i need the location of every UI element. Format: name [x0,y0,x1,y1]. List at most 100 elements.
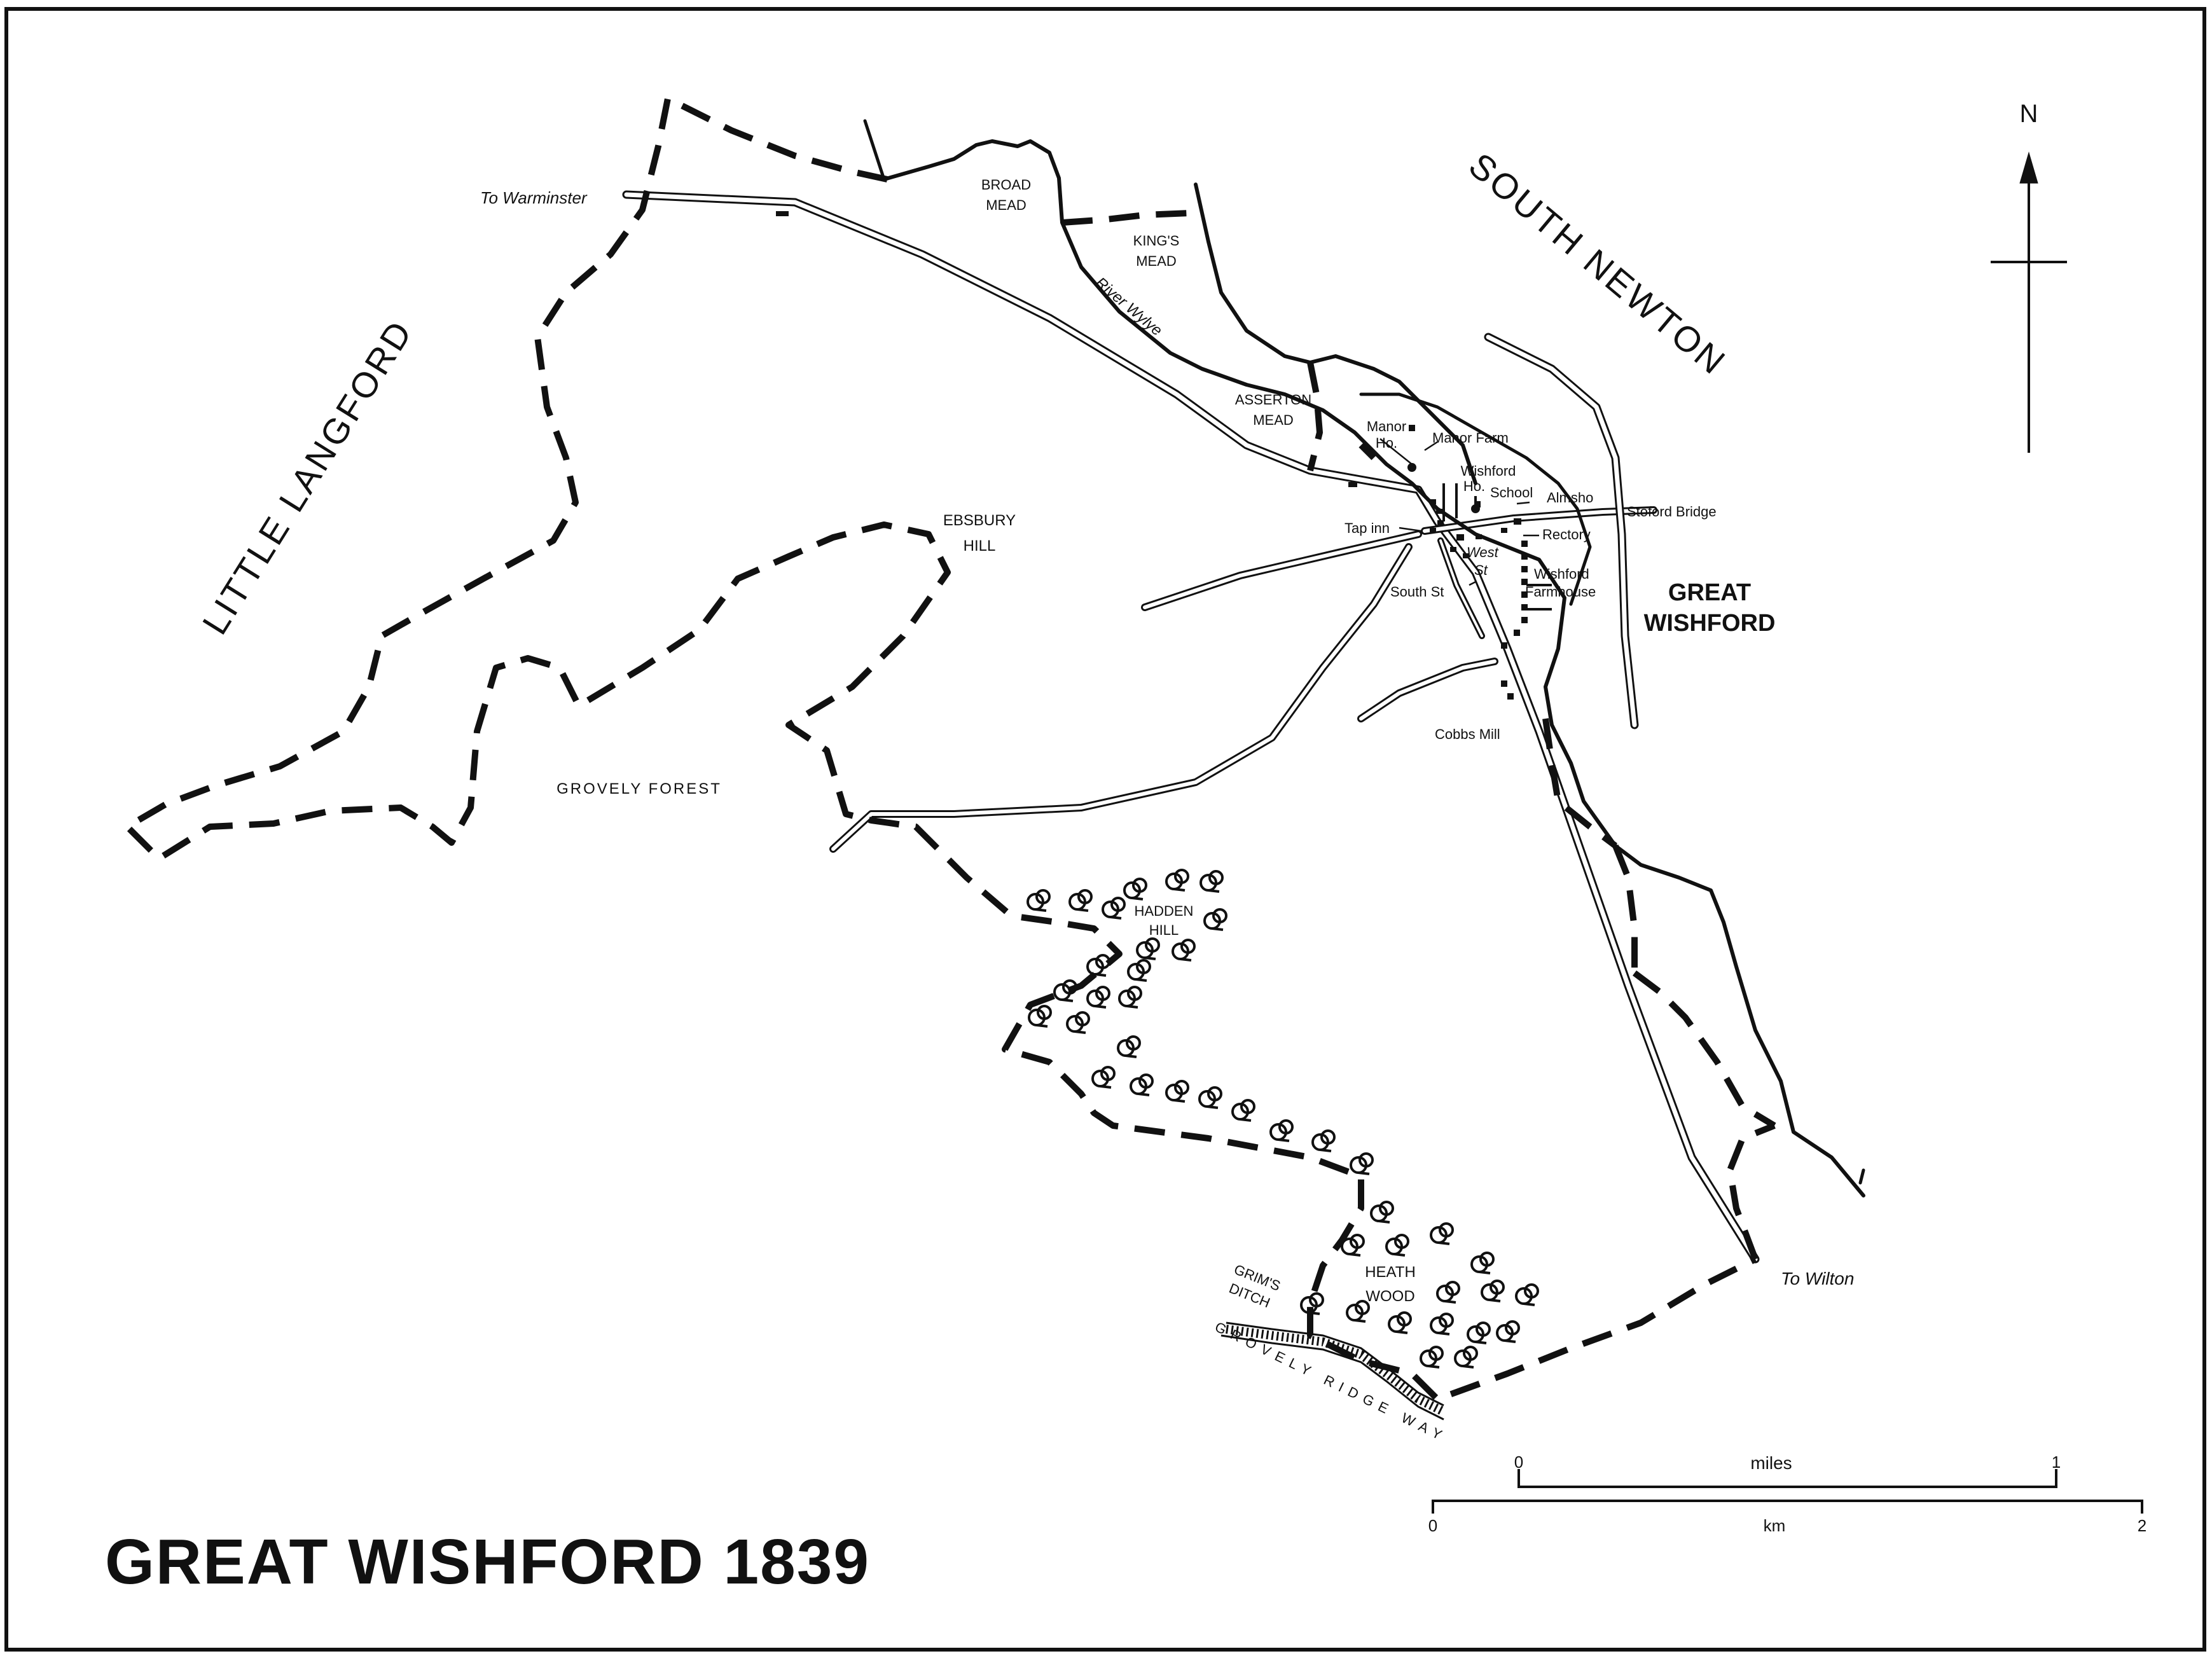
label-wishford-farmhouse-1: Wishford [1534,566,1589,582]
label-west-st-1: West [1467,544,1499,560]
road-south-lane [1357,658,1498,722]
map-title: GREAT WISHFORD 1839 [105,1526,870,1597]
road-west-st [1437,537,1485,639]
road-stoford-bridge [1421,506,1657,535]
scale-km-tick-1: 2 [2138,1516,2146,1535]
label-asserton-mead-2: MEAD [1253,412,1294,428]
leader-lines [1379,438,1539,586]
label-manor-farm: Manor Farm [1432,430,1509,446]
parish-boundary [124,95,1776,1402]
label-wishford-farmhouse-2: Farmhouse [1525,584,1596,600]
label-broad-mead-1: BROAD [981,177,1031,193]
scale-miles-tick-1: 1 [2052,1452,2061,1472]
tree-icon [1269,1119,1294,1142]
tree-icon [1102,897,1126,920]
tree-icon [1136,937,1160,960]
tree-icon [1068,889,1093,912]
tree-icon [1028,1005,1052,1028]
tree-icon [1027,889,1051,912]
grims-ditch [1220,1321,1446,1421]
tree-icon [1350,1152,1374,1175]
tree-icon [1117,1035,1141,1058]
tree-icon [1091,1066,1116,1089]
label-wishford-ho-2: Ho. [1463,478,1485,494]
label-kings-mead-2: MEAD [1136,253,1177,269]
tree-icon [1198,1086,1222,1109]
tree-icon [1165,869,1189,892]
tree-icon [1430,1222,1454,1245]
label-heath-wood-2: WOOD [1365,1288,1414,1305]
parish-little-langford: LITTLE LANGFORD [195,312,421,641]
north-label: N [2020,100,2038,128]
tree-icon [1430,1313,1454,1335]
tree-icon [1165,1080,1189,1103]
label-kings-mead-1: KING'S [1133,233,1180,249]
label-hadden-hill-1: HADDEN [1135,903,1194,919]
tree-icon [1346,1300,1370,1323]
label-to-warminster: To Warminster [480,188,588,207]
tree-icon [1454,1346,1478,1369]
road-grovely-lane [829,543,1413,853]
parish-great-wishford-line2: WISHFORD [1644,610,1776,637]
north-arrow: N [1991,100,2067,453]
building-markers [1407,463,1552,611]
tree-icon [1231,1099,1255,1122]
label-almshouses: Almsho [1547,490,1593,506]
tree-icon [1481,1280,1505,1302]
label-west-st-2: St [1474,562,1488,578]
road-ebsbury-lane [1141,530,1422,611]
scale-miles-tick-0: 0 [1514,1452,1523,1472]
label-cobbs-mill: Cobbs Mill [1435,726,1500,742]
tree-icon [1066,1011,1090,1034]
village-cottages [776,211,1528,700]
tree-icon [1172,939,1196,962]
tree-icon [1341,1234,1365,1257]
scale-bar: miles 0 1 km 0 2 [1428,1452,2146,1535]
tree-icon [1203,908,1227,931]
tree-icon [1515,1283,1539,1306]
tree-icon [1311,1129,1336,1152]
tree-icon [1123,878,1147,900]
tree-icon [1436,1281,1460,1304]
label-broad-mead-2: MEAD [986,197,1027,213]
label-stoford-bridge: Stoford Bridge [1627,504,1717,520]
label-river-wylye: River Wylye [1092,274,1165,340]
tree-icon [1496,1320,1520,1343]
label-rectory: Rectory [1542,527,1591,542]
label-grovely-forest: GROVELY FOREST [556,780,722,797]
tree-icon [1467,1321,1491,1344]
tree-icon [1086,954,1110,977]
parish-great-wishford-line1: GREAT [1668,579,1751,606]
scale-km-label: km [1764,1516,1786,1535]
tree-icon [1300,1292,1324,1315]
label-school: School [1490,485,1533,500]
tree-icon [1420,1346,1444,1369]
label-tap-inn: Tap inn [1344,520,1390,536]
label-heath-wood-1: HEATH [1365,1264,1416,1281]
tree-icon [1053,979,1077,1002]
label-manor-ho-2: Ho. [1376,435,1397,451]
tree-icon [1086,986,1110,1009]
label-ebsbury-hill-2: HILL [964,537,996,555]
label-hadden-hill-2: HILL [1149,922,1179,938]
label-south-st: South St [1390,584,1444,600]
scale-km-tick-0: 0 [1428,1516,1437,1535]
woodland-trees [1027,869,1539,1369]
tree-icon [1199,870,1224,893]
tree-icon [1130,1073,1154,1096]
label-manor-ho-1: Manor [1367,418,1406,434]
label-asserton-mead-1: ASSERTON [1235,392,1311,408]
roads [622,190,1760,1264]
label-to-wilton: To Wilton [1781,1269,1854,1288]
tree-icon [1388,1311,1412,1334]
map-frame [4,7,2206,1652]
scale-miles-label: miles [1750,1453,1792,1473]
tree-icon [1127,959,1151,982]
tree-icon [1118,986,1142,1009]
label-wishford-ho-1: Wishford [1461,463,1516,479]
tree-icon [1370,1201,1394,1224]
label-ebsbury-hill-1: EBSBURY [943,512,1016,529]
tree-icon [1385,1234,1409,1257]
road-south-newton [1484,333,1639,729]
